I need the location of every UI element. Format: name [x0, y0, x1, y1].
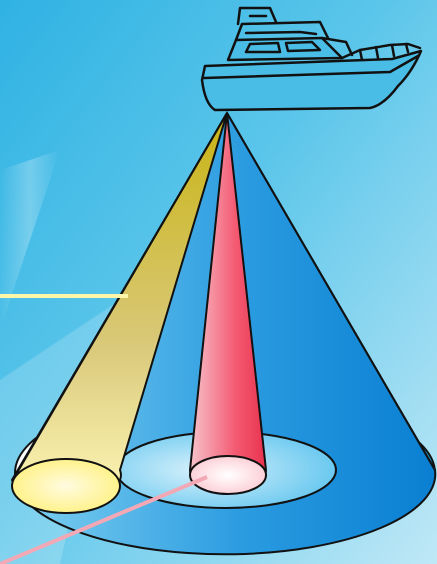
center-beam-footprint — [190, 456, 266, 494]
side-beam-footprint — [12, 459, 120, 513]
